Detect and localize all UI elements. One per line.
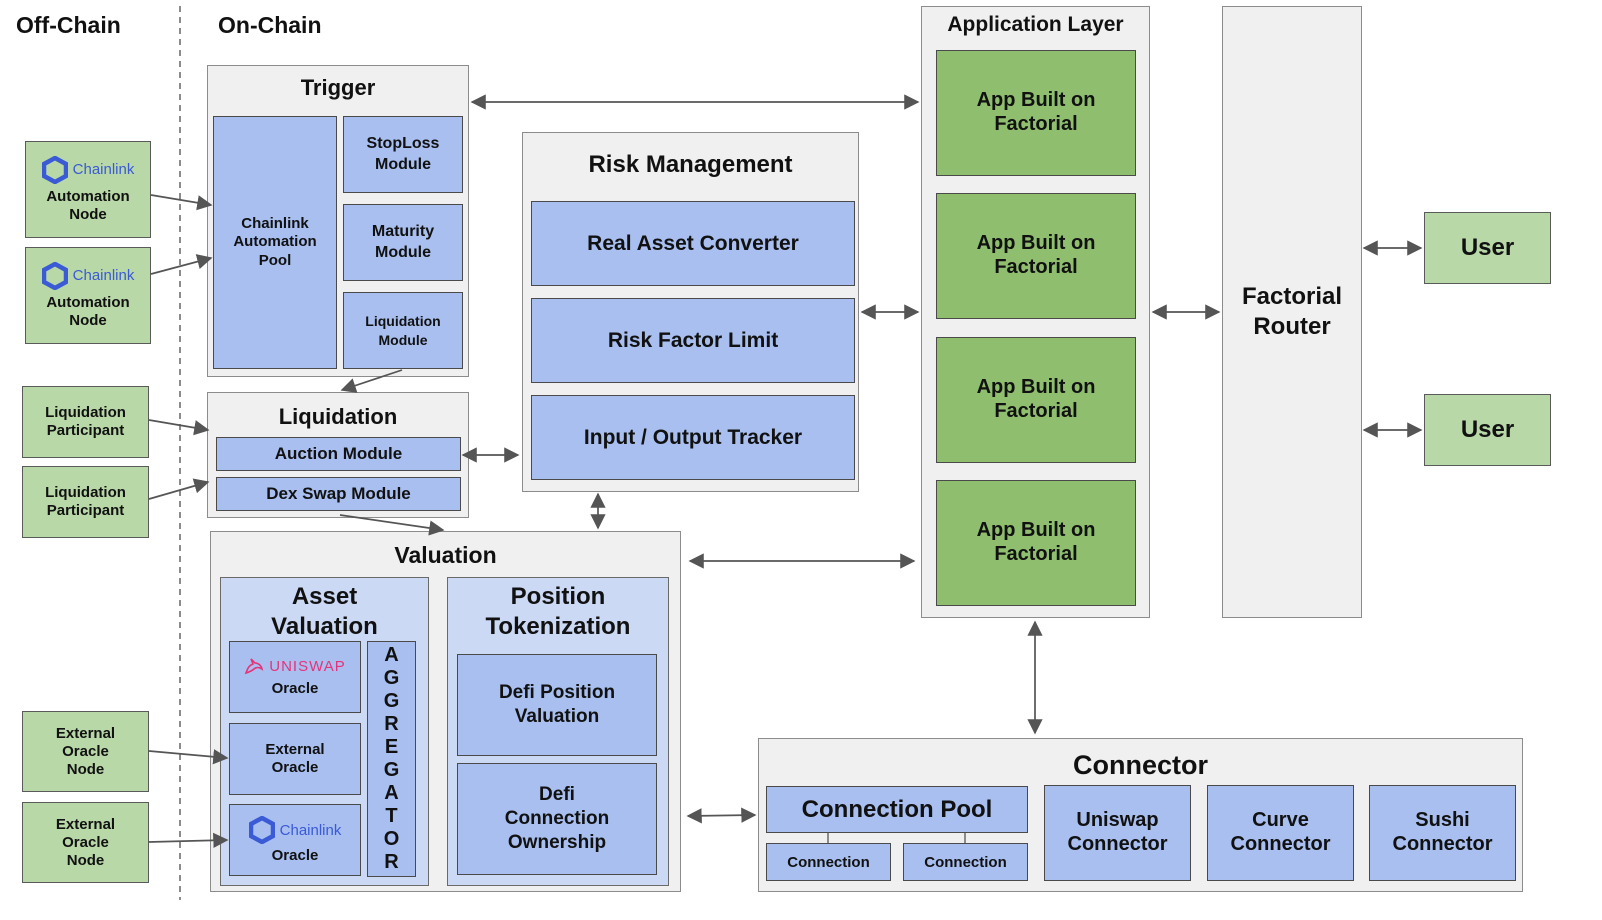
- external-oracle: External Oracle: [229, 723, 361, 795]
- auction-module: Auction Module: [216, 437, 461, 471]
- external-oracle-node-1: External Oracle Node: [22, 711, 149, 792]
- connection-1: Connection: [766, 843, 891, 881]
- chainlink-automation-pool: Chainlink Automation Pool: [213, 116, 337, 369]
- chainlink-hexagon-icon: [248, 816, 275, 844]
- arrow-participant1-liquidation: [148, 419, 210, 436]
- risk-factor-limit: Risk Factor Limit: [531, 298, 855, 383]
- external-oracle-node-2: External Oracle Node: [22, 802, 149, 883]
- on-chain-header: On-Chain: [218, 12, 322, 38]
- user-1: User: [1424, 212, 1551, 284]
- liquidation-participant-2: Liquidation Participant: [22, 466, 149, 538]
- risk-management-title: Risk Management: [588, 151, 793, 178]
- chainlink-brand-text: Chainlink: [72, 267, 135, 284]
- input-output-tracker: Input / Output Tracker: [531, 395, 855, 480]
- uniswap-brand-text: UNISWAP: [269, 657, 346, 675]
- factorial-router: Factorial Router: [1222, 6, 1362, 618]
- aggregator: AGGREGATOR: [367, 641, 416, 877]
- automation-node-2: Chainlink Automation Node: [25, 247, 151, 344]
- oracle-label: Oracle: [271, 680, 319, 697]
- chainlink-oracle: Chainlink Oracle: [229, 804, 361, 876]
- uniswap-connector: Uniswap Connector: [1044, 785, 1191, 881]
- app-built-on-factorial-1: App Built on Factorial: [936, 50, 1136, 176]
- curve-connector: Curve Connector: [1207, 785, 1354, 881]
- chainlink-brand-text: Chainlink: [279, 821, 342, 839]
- arrow-automation1-pool: [150, 194, 213, 211]
- chainlink-logo: Chainlink: [248, 816, 342, 844]
- off-chain-header: Off-Chain: [16, 12, 121, 38]
- arrow-valuation-connector: [686, 807, 757, 824]
- application-layer-title: Application Layer: [947, 13, 1124, 36]
- uniswap-logo: UNISWAP: [244, 657, 345, 675]
- maturity-module: Maturity Module: [343, 204, 463, 281]
- chainlink-hexagon-icon: [41, 155, 68, 184]
- automation-node-label: Automation Node: [46, 293, 130, 329]
- liquidation-module: Liquidation Module: [343, 292, 463, 369]
- liquidation-participant-1: Liquidation Participant: [22, 386, 149, 458]
- arrow-automation2-pool: [150, 254, 213, 275]
- user-2: User: [1424, 394, 1551, 466]
- automation-node-label: Automation Node: [46, 187, 130, 223]
- position-tokenization-title: Position Tokenization: [485, 583, 631, 640]
- app-built-on-factorial-4: App Built on Factorial: [936, 480, 1136, 606]
- liquidation-title: Liquidation: [278, 404, 398, 429]
- uniswap-oracle: UNISWAP Oracle: [229, 641, 361, 713]
- oracle-label: Oracle: [271, 847, 319, 864]
- asset-valuation-title: Asset Valuation: [271, 583, 378, 640]
- chainlink-logo: Chainlink: [41, 155, 135, 184]
- connector-title: Connector: [1073, 750, 1208, 780]
- app-built-on-factorial-3: App Built on Factorial: [936, 337, 1136, 463]
- unicorn-icon: [245, 658, 264, 675]
- connection-pool: Connection Pool: [766, 786, 1028, 833]
- aggregator-label: AGGREGATOR: [380, 644, 403, 874]
- arrow-participant2-liquidation: [148, 478, 210, 500]
- trigger-title: Trigger: [300, 75, 376, 100]
- connection-2: Connection: [903, 843, 1028, 881]
- chainlink-brand-text: Chainlink: [72, 161, 135, 178]
- automation-node-1: Chainlink Automation Node: [25, 141, 151, 238]
- chainlink-hexagon-icon: [41, 261, 68, 290]
- app-built-on-factorial-2: App Built on Factorial: [936, 193, 1136, 319]
- sushi-connector: Sushi Connector: [1369, 785, 1516, 881]
- valuation-title: Valuation: [394, 542, 497, 568]
- chainlink-logo: Chainlink: [41, 261, 135, 290]
- dex-swap-module: Dex Swap Module: [216, 477, 461, 511]
- stoploss-module: StopLoss Module: [343, 116, 463, 193]
- defi-connection-ownership: Defi Connection Ownership: [457, 763, 657, 875]
- defi-position-valuation: Defi Position Valuation: [457, 654, 657, 756]
- real-asset-converter: Real Asset Converter: [531, 201, 855, 286]
